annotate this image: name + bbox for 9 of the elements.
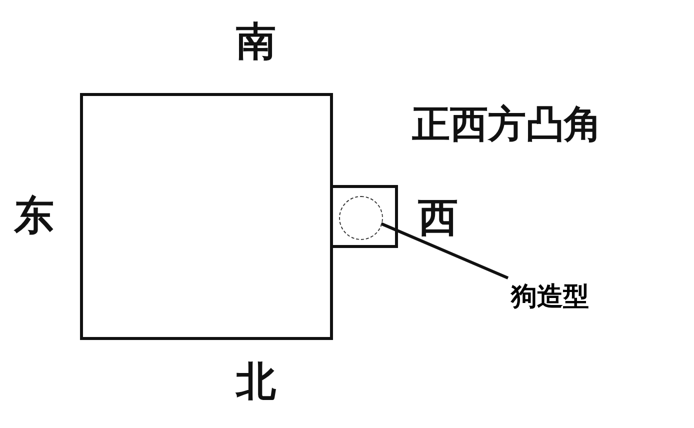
room-outline [80,93,333,340]
leader-line [380,222,509,280]
callout-text: 狗造型 [490,278,610,314]
dashed-circle [339,196,383,240]
direction-label: 东 [14,196,54,236]
direction-label: 北 [236,362,276,402]
direction-label: 西 [418,198,458,238]
protrusion-outline [333,185,398,248]
heading: 正西方凸角 [412,105,602,143]
